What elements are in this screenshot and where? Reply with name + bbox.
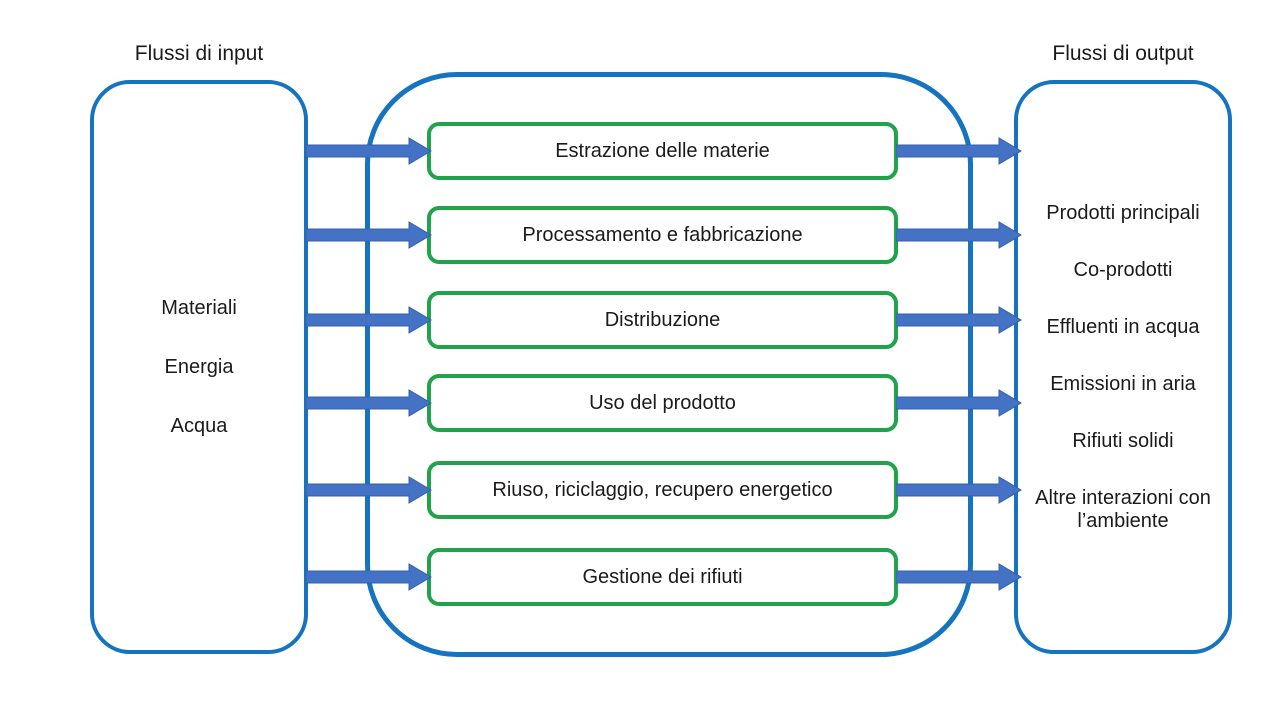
output-arrow-icon xyxy=(896,476,1022,504)
input-arrow-icon xyxy=(306,476,432,504)
stage-label: Estrazione delle materie xyxy=(555,139,770,162)
input-arrow-icon xyxy=(306,306,432,334)
input-arrow-icon xyxy=(306,137,432,165)
stage-label: Distribuzione xyxy=(604,308,721,331)
input-item-acqua: Acqua xyxy=(170,414,228,437)
input-flows-box: Materiali Energia Acqua xyxy=(90,80,308,654)
stage-box-uso-del-prodotto: Uso del prodotto xyxy=(427,374,898,432)
output-column-title: Flussi di output xyxy=(1052,42,1194,65)
output-item-effluenti-acqua: Effluenti in acqua xyxy=(1046,315,1200,338)
stage-label: Riuso, riciclaggio, recupero energetico xyxy=(492,478,833,501)
output-item-co-prodotti: Co-prodotti xyxy=(1073,258,1173,281)
stage-box-distribuzione: Distribuzione xyxy=(427,291,898,349)
stage-label: Gestione dei rifiuti xyxy=(582,565,743,588)
input-arrow-icon xyxy=(306,221,432,249)
output-item-rifiuti-solidi: Rifiuti solidi xyxy=(1072,429,1174,452)
output-flows-box: Prodotti principali Co-prodotti Effluent… xyxy=(1014,80,1232,654)
output-item-prodotti-principali: Prodotti principali xyxy=(1046,201,1200,224)
stage-label: Processamento e fabbricazione xyxy=(522,223,803,246)
stage-box-estrazione: Estrazione delle materie xyxy=(427,122,898,180)
output-arrow-icon xyxy=(896,306,1022,334)
stage-box-gestione-rifiuti: Gestione dei rifiuti xyxy=(427,548,898,606)
input-column-title: Flussi di input xyxy=(134,42,264,65)
input-item-materiali: Materiali xyxy=(161,296,237,319)
output-arrow-icon xyxy=(896,563,1022,591)
input-arrow-icon xyxy=(306,389,432,417)
output-arrow-icon xyxy=(896,221,1022,249)
output-item-emissioni-aria: Emissioni in aria xyxy=(1050,372,1196,395)
output-item-altre-interazioni: Altre interazioni con l’ambiente xyxy=(1035,486,1211,532)
stage-box-processamento: Processamento e fabbricazione xyxy=(427,206,898,264)
input-arrow-icon xyxy=(306,563,432,591)
stage-box-riuso-riciclaggio: Riuso, riciclaggio, recupero energetico xyxy=(427,461,898,519)
output-arrow-icon xyxy=(896,137,1022,165)
output-arrow-icon xyxy=(896,389,1022,417)
input-item-energia: Energia xyxy=(164,355,234,378)
stage-label: Uso del prodotto xyxy=(589,391,736,414)
